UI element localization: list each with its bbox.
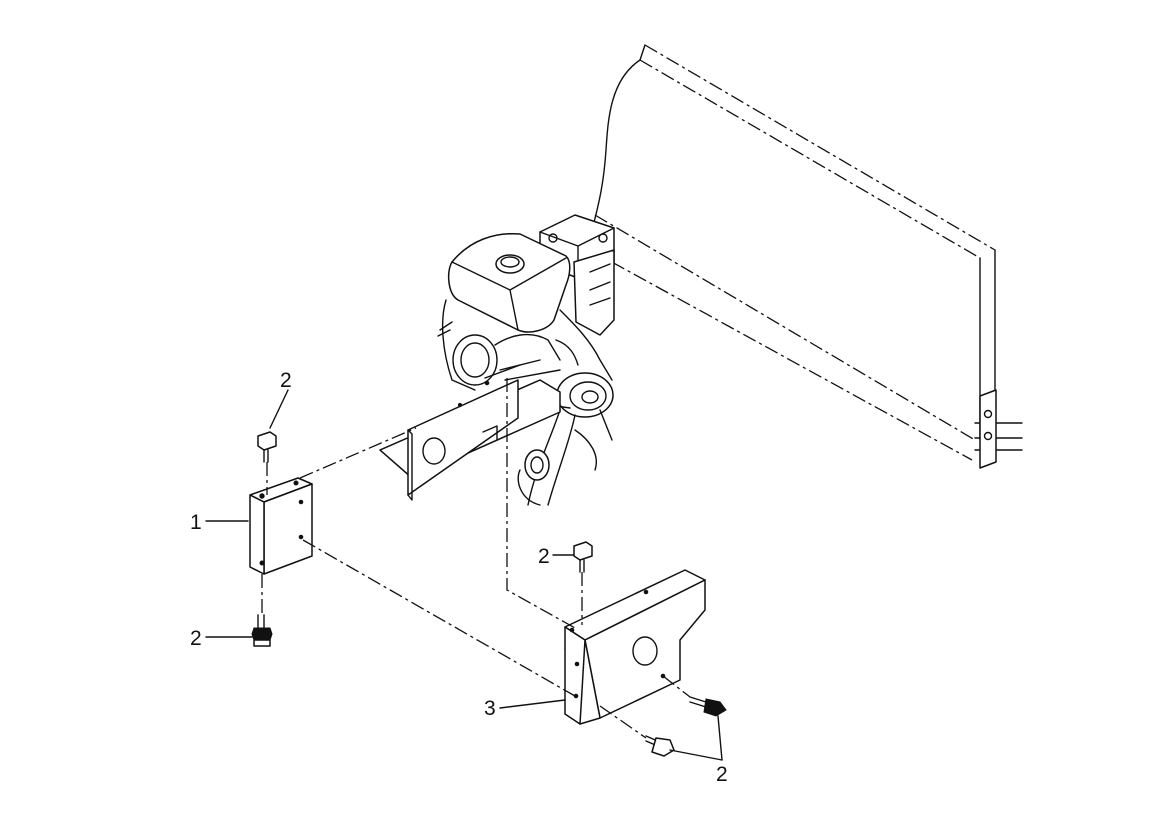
callout-2-bottom-right: 2 [716, 763, 728, 786]
callout-2-right-bracket: 2 [538, 545, 550, 568]
callout-3: 3 [484, 697, 496, 720]
callout-1: 1 [190, 511, 202, 534]
mounting-plate [379, 364, 561, 501]
part-2-bolt-lower-right-a [689, 696, 727, 717]
callout-2-top: 2 [280, 369, 292, 392]
part-2-bolt-lower-right-b [645, 735, 675, 757]
part-3-angle-bracket [564, 569, 706, 725]
wall-panel [589, 44, 1023, 461]
leader-lines [205, 389, 723, 761]
part-2-bolt-right-bracket [573, 541, 593, 573]
part-2-bolt-bottom-left [251, 614, 273, 647]
wall-hanger-bracket [979, 389, 997, 469]
part-2-bolt-top [257, 431, 277, 463]
alignment-lines [261, 378, 691, 739]
part-1-block-bracket [249, 477, 313, 575]
callout-2-bottom-left: 2 [190, 627, 202, 650]
engine-assembly [437, 214, 615, 506]
